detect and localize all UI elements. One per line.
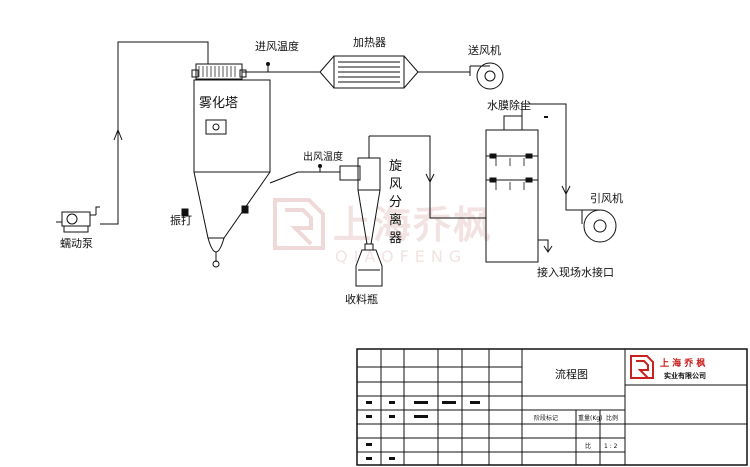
cyclone-separator — [339, 136, 383, 287]
cyclone-to-scrubber-line — [369, 135, 486, 219]
vibrator-right-icon — [241, 205, 249, 214]
weight-label: 重量(Kg) — [578, 414, 602, 422]
outlet-temp-label: 出风温度 — [303, 150, 343, 163]
cyclone-label-2: 风 — [389, 177, 402, 192]
inlet-temp-label: 进风温度 — [255, 39, 299, 53]
watermark-subtext: QIAOFENG — [335, 247, 467, 266]
ratio-label: 比例 — [606, 414, 618, 422]
peristaltic-pump — [56, 206, 100, 233]
feed-line — [100, 41, 209, 225]
cyclone-label-5: 器 — [389, 231, 402, 246]
cyclone-label-4: 离 — [389, 212, 402, 228]
heater-label: 加热器 — [353, 36, 386, 49]
collector-label: 收料瓶 — [345, 292, 378, 306]
watermark: 上海乔枫 QIAOFENG — [273, 198, 493, 266]
inlet-temp-sensor-icon — [266, 62, 270, 66]
supply-fan-icon — [469, 62, 504, 90]
tower-panel-icon — [205, 119, 227, 135]
water-film-scrubber — [485, 115, 539, 263]
watermark-logo-icon — [273, 198, 325, 250]
scale-value: 1 : 2 — [604, 443, 618, 450]
cyclone-label-1: 旋 — [389, 159, 402, 174]
water-film-label: 水膜除尘 — [487, 98, 531, 112]
vibrator-label: 振打 — [170, 213, 192, 227]
feed-arrow — [113, 128, 123, 141]
tower-cone — [193, 171, 271, 239]
induced-fan-icon — [581, 209, 617, 243]
spray-tower — [181, 63, 271, 268]
vibrator-left-icon — [181, 208, 189, 217]
tower-label: 雾化塔 — [199, 96, 238, 111]
tower-body — [193, 79, 271, 173]
induced-fan-label: 引风机 — [590, 191, 623, 205]
outlet-temp-sensor-icon — [318, 164, 322, 168]
company-name: 上 海 乔 枫 — [660, 357, 705, 369]
heater — [319, 55, 419, 89]
company-name-line2: 实业有限公司 — [664, 371, 706, 380]
water-connection-line — [538, 239, 549, 252]
drawing-name: 流程图 — [555, 367, 588, 381]
title-block — [356, 348, 748, 466]
outlet-duct — [269, 171, 340, 184]
water-connection-label: 接入现场水接口 — [537, 265, 614, 279]
scrubber-to-fan-line — [521, 103, 582, 211]
supply-fan-label: 送风机 — [468, 43, 501, 57]
pump-label: 蠕动泵 — [60, 237, 93, 250]
title-block-cell-marks — [366, 401, 480, 460]
watermark-text: 上海乔枫 — [333, 203, 493, 247]
company-logo-icon — [630, 355, 654, 379]
pump-icon — [61, 211, 91, 227]
scale-label: 比 — [585, 442, 591, 450]
cyclone-label-3: 分 — [389, 195, 402, 210]
stage-label: 阶段标记 — [534, 414, 558, 422]
collector-bottle-icon — [355, 249, 383, 287]
